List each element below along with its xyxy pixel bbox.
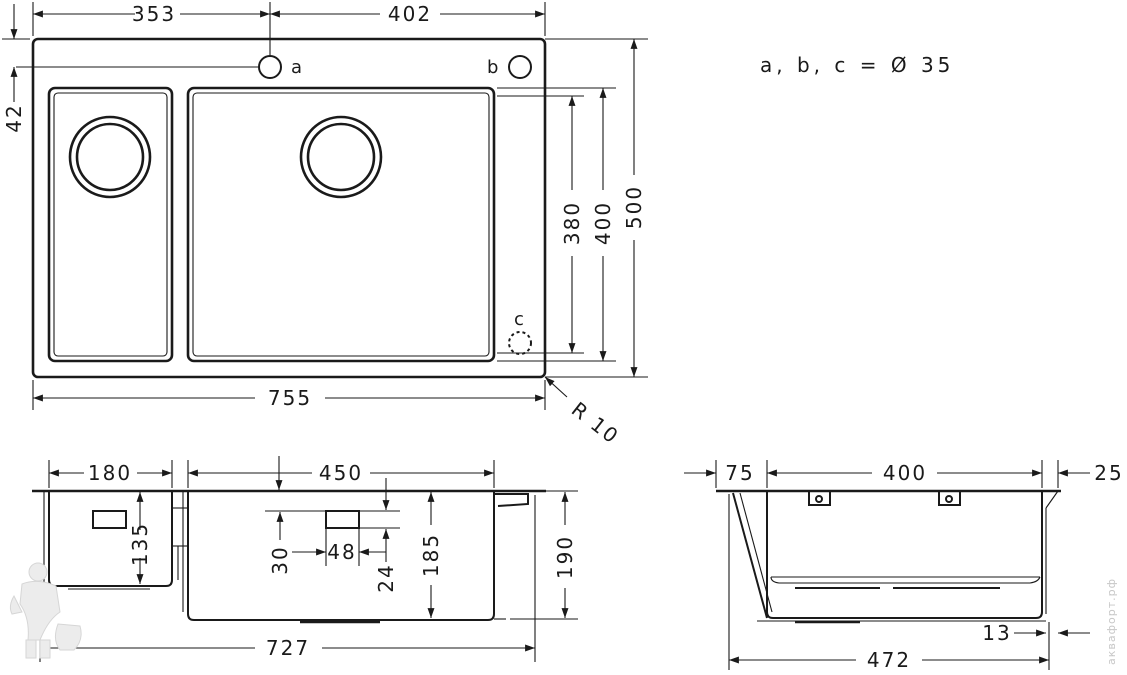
hole-a	[258, 55, 282, 79]
side-view: 75 400 25 13 472	[684, 460, 1123, 672]
dim-13: 13	[982, 621, 1011, 645]
dim-190: 190	[553, 535, 577, 579]
dim-380: 380	[560, 201, 584, 245]
dim-400: 400	[591, 201, 615, 245]
hole-b	[508, 55, 532, 79]
dim-24: 24	[374, 563, 398, 592]
front-large-overflow	[325, 510, 360, 529]
dim-42: 42	[2, 103, 26, 132]
hole-c-label: c	[514, 309, 524, 330]
dim-25: 25	[1094, 461, 1123, 485]
sink-outline	[31, 37, 547, 379]
hole-c	[508, 331, 532, 355]
dim-500: 500	[622, 185, 646, 229]
dim-180: 180	[88, 461, 132, 485]
dim-450: 450	[319, 461, 363, 485]
dim-400-side: 400	[883, 461, 927, 485]
dim-30: 30	[268, 545, 292, 574]
dim-75: 75	[725, 461, 754, 485]
dim-48: 48	[327, 540, 356, 564]
site-watermark: аквафорт.рф	[1105, 578, 1118, 665]
front-small-bowl	[48, 491, 173, 587]
dim-135: 135	[128, 522, 152, 566]
plumber-watermark-icon	[9, 562, 82, 659]
front-small-overflow	[92, 510, 127, 529]
dim-353: 353	[132, 2, 176, 26]
dim-r10: R 10	[567, 397, 624, 449]
dim-755: 755	[268, 386, 312, 410]
dim-727: 727	[266, 636, 310, 660]
hole-a-label: a	[291, 57, 302, 78]
small-bowl	[47, 86, 174, 363]
dim-185: 185	[419, 533, 443, 577]
front-view: 180 450 135 30 48 24 185	[32, 456, 578, 662]
front-large-bowl	[187, 491, 495, 621]
large-drain	[299, 115, 383, 199]
hole-b-label: b	[487, 57, 498, 78]
small-drain	[68, 115, 152, 199]
side-bowl	[766, 491, 1043, 619]
large-bowl	[186, 86, 496, 363]
dim-402: 402	[388, 2, 432, 26]
top-view: a b c 353 402 42 380 400 50	[2, 2, 648, 449]
hole-diameter-note: a, b, c = Ø 35	[760, 53, 954, 77]
dim-472: 472	[867, 648, 911, 672]
